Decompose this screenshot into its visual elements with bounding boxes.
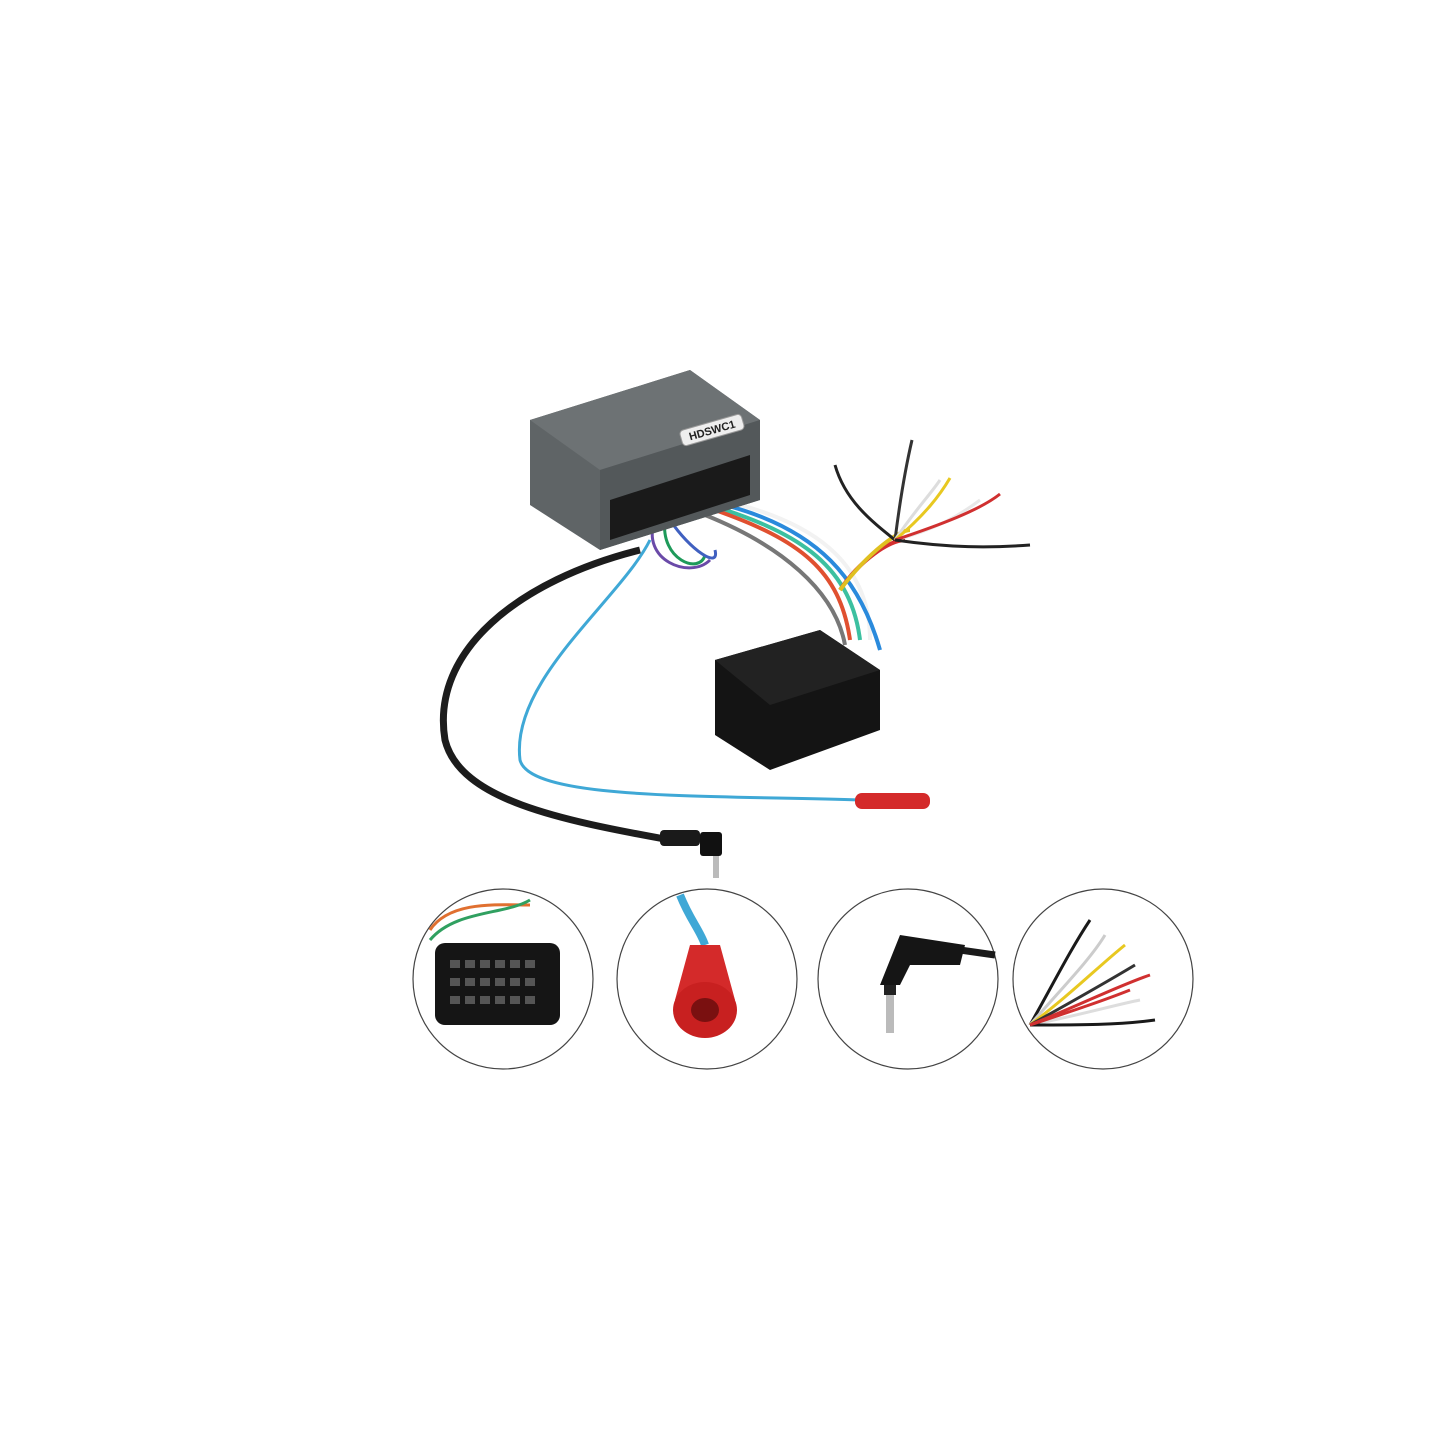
audio-jack-detail — [817, 888, 999, 1070]
audio-jack — [660, 830, 722, 878]
red-bullet-connector — [855, 793, 930, 809]
loose-wires — [833, 439, 1031, 549]
black-cable — [439, 546, 671, 844]
blue-wire — [517, 539, 861, 802]
control-box: HDSWC1 — [530, 370, 760, 550]
wire-bundle — [704, 498, 911, 651]
harness-connector — [715, 630, 880, 770]
bullet-connector-detail — [616, 888, 798, 1070]
loose-wires-detail — [1012, 888, 1194, 1070]
harness-connector-detail — [412, 888, 594, 1070]
